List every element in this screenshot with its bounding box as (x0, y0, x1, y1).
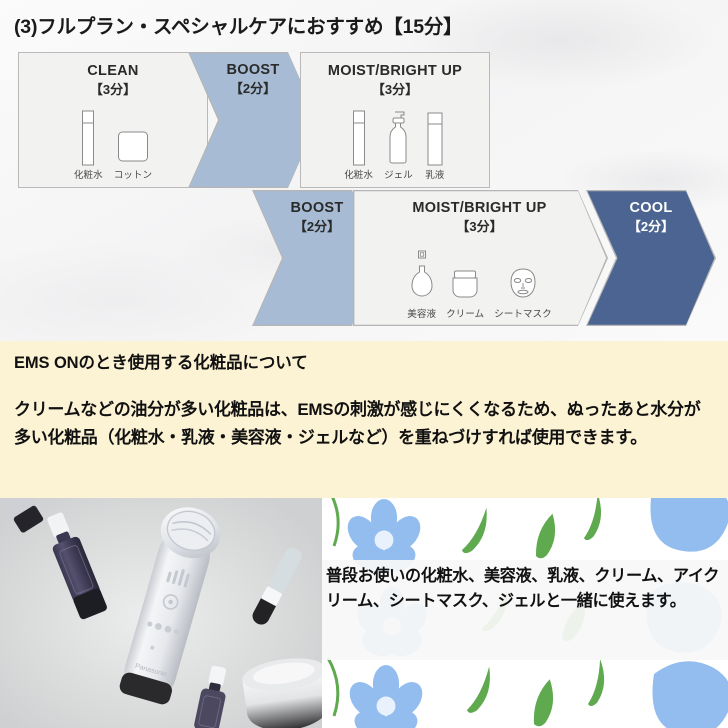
note-heading: EMS ONのとき使用する化粧品について (14, 354, 308, 372)
icon-label: シートマスク (494, 309, 552, 321)
icon-label: 美容液 (407, 309, 437, 321)
stage-moist-row2-icons: 美容液 クリーム (387, 249, 572, 320)
icon-item-emulsion: 乳液 (424, 110, 446, 181)
flow-diagram-section: (3)フルプラン・スペシャルケアにおすすめ【15分】 CLEAN 【3分】 化粧… (0, 0, 728, 341)
stage-moist-row2: MOIST/BRIGHT UP 【3分】 美容液 クリーム (353, 190, 608, 326)
icon-label: 乳液 (425, 170, 445, 182)
icon-item-cotton: コットン (114, 110, 152, 181)
flow-row-2: BOOST 【2分】 MOIST/BRIGHT UP 【3分】 美容液 (252, 190, 716, 326)
icon-item-lotion: 化粧水 (344, 110, 373, 181)
product-photo-illustration: Panasonic (0, 498, 322, 728)
note-body: クリームなどの油分が多い化粧品は、EMSの刺激が感じにくくなるため、ぬったあと水… (14, 400, 701, 447)
stage-boost-row2-time: 【2分】 (293, 219, 341, 234)
icon-label: 化粧水 (73, 170, 103, 182)
stage-boost-row2-label: BOOST (290, 200, 344, 216)
stage-cool-label: COOL (629, 200, 673, 216)
icon-label: 化粧水 (344, 170, 373, 182)
emulsion-bottle-icon (427, 112, 443, 166)
stage-boost-row1: BOOST 【2分】 (188, 52, 318, 188)
stage-clean-label: CLEAN (87, 63, 139, 79)
icon-label: コットン (113, 170, 153, 182)
cotton-pad-icon (117, 131, 148, 162)
stage-clean-icons: 化粧水 コットン (19, 110, 207, 181)
lotion-bottle-icon (352, 110, 365, 166)
icon-item-serum: 美容液 (407, 249, 436, 320)
stage-cool-time: 【2分】 (627, 219, 675, 234)
stage-clean-time: 【3分】 (89, 82, 137, 97)
serum-dropper-icon (409, 249, 435, 307)
stage-moist-row1: MOIST/BRIGHT UP 【3分】 化粧水 ジェル (300, 52, 490, 188)
cream-jar-icon (448, 249, 482, 307)
icon-label: ジェル (384, 170, 413, 182)
pump-bottle-icon (389, 111, 407, 164)
stage-moist-row1-label: MOIST/BRIGHT UP (327, 63, 463, 79)
stage-clean: CLEAN 【3分】 化粧水 コットン (18, 52, 208, 188)
ems-note-box: EMS ONのとき使用する化粧品について クリームなどの油分が多い化粧品は、EM… (0, 341, 728, 498)
floral-pattern-panel: 普段お使いの化粧水、美容液、乳液、クリーム、アイクリーム、シートマスク、ジェルと… (322, 498, 728, 728)
bottom-section: Panasonic (0, 498, 728, 728)
lotion-bottle-icon (82, 110, 95, 166)
stage-moist-row2-label: MOIST/BRIGHT UP (412, 200, 547, 216)
stage-cool: COOL 【2分】 (586, 190, 716, 326)
icon-label: クリーム (446, 309, 485, 321)
icon-item-sheet-mask: シートマスク (494, 249, 552, 320)
stage-moist-row2-time: 【3分】 (456, 219, 503, 234)
stage-moist-row1-time: 【3分】 (371, 82, 419, 97)
page-title: (3)フルプラン・スペシャルケアにおすすめ【15分】 (14, 16, 463, 38)
bottom-caption: 普段お使いの化粧水、美容液、乳液、クリーム、アイクリーム、シートマスク、ジェルと… (326, 567, 720, 610)
stage-boost-row1-label: BOOST (226, 62, 280, 78)
icon-item-lotion: 化粧水 (74, 110, 103, 181)
product-photo: Panasonic (0, 498, 322, 728)
stage-moist-row1-icons: 化粧水 ジェル 乳液 (301, 110, 489, 181)
stage-boost-row1-time: 【2分】 (229, 81, 277, 96)
icon-item-cream: クリーム (446, 249, 484, 320)
caption-backdrop (322, 560, 728, 660)
sheet-mask-icon (506, 249, 540, 307)
icon-item-gel: ジェル (384, 110, 413, 181)
flow-row-1: CLEAN 【3分】 化粧水 コットン (18, 52, 490, 188)
